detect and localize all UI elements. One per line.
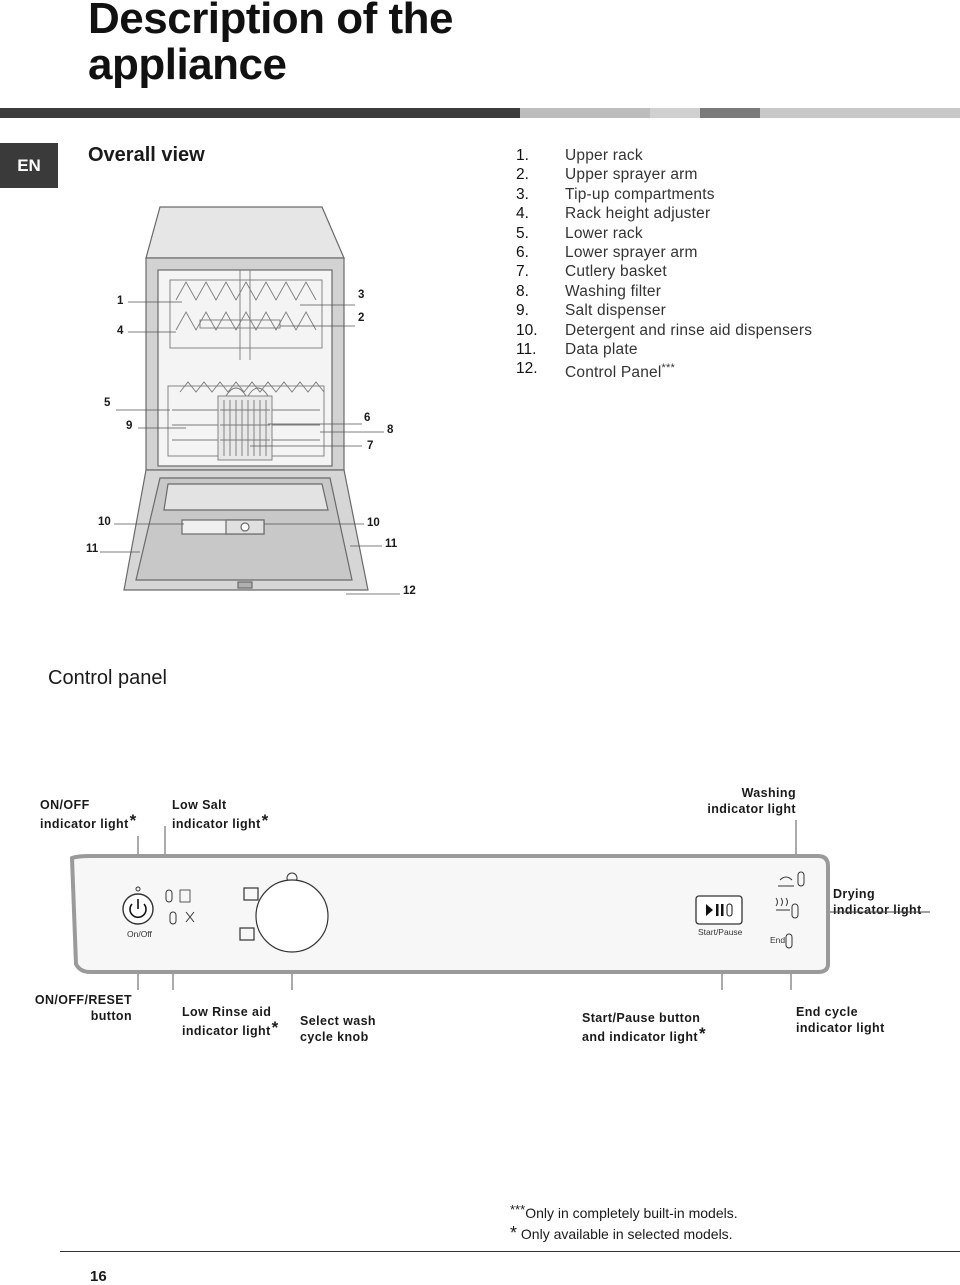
list-item: 6.Lower sprayer arm <box>516 243 698 261</box>
callout-5: 5 <box>104 397 111 409</box>
page-title: Description of the appliance <box>88 0 688 88</box>
panel-onoff-text: On/Off <box>127 929 152 939</box>
washing-indicator-label: Washing indicator light <box>707 786 796 816</box>
panel-end-text: End <box>770 935 786 945</box>
drying-indicator-label: Drying indicator light <box>833 887 922 917</box>
end-cycle-label: End cycle indicator light <box>796 1005 885 1035</box>
callout-4: 4 <box>117 325 124 337</box>
control-panel-heading: Control panel <box>48 667 167 689</box>
footnote-built-in: ***Only in completely built-in models. <box>510 1202 738 1221</box>
list-item: 3.Tip-up compartments <box>516 185 715 203</box>
list-item: 5.Lower rack <box>516 224 643 242</box>
callout-12: 12 <box>403 585 416 597</box>
list-item: 1.Upper rack <box>516 147 643 164</box>
header-bar-end <box>760 108 960 118</box>
page-title-line-2: appliance <box>88 40 287 89</box>
footer-rule <box>60 1251 960 1252</box>
footnote-selected-models: * Only available in selected models. <box>510 1223 733 1243</box>
callout-10-right: 10 <box>367 517 380 529</box>
page-number: 16 <box>90 1268 107 1285</box>
callout-7: 7 <box>367 440 374 452</box>
footnotes: ***Only in completely built-in models. *… <box>510 1200 738 1244</box>
low-salt-label: Low Salt indicator light* <box>172 798 269 831</box>
low-rinse-aid-label: Low Rinse aid indicator light* <box>182 1005 279 1038</box>
callout-2: 2 <box>358 312 365 324</box>
list-item: 8.Washing filter <box>516 282 662 300</box>
header-bar-dark <box>0 108 520 118</box>
callout-6: 6 <box>364 412 371 424</box>
list-item: 12.Control Panel*** <box>516 360 675 382</box>
list-item: 2.Upper sprayer arm <box>516 166 698 184</box>
onoff-reset-label: ON/OFF/RESET button <box>34 993 132 1023</box>
callout-1: 1 <box>117 295 124 307</box>
callout-8: 8 <box>387 424 394 436</box>
list-item: 7.Cutlery basket <box>516 263 667 281</box>
callout-10-left: 10 <box>98 516 111 528</box>
dishwasher-illustration <box>100 206 400 595</box>
overall-view-heading: Overall view <box>88 144 205 166</box>
onoff-indicator-label: ON/OFF indicator light* <box>40 798 137 831</box>
list-item: 10.Detergent and rinse aid dispensers <box>516 321 813 339</box>
start-pause-label: Start/Pause button and indicator light* <box>582 1011 706 1044</box>
header-bar-lighter <box>650 108 700 118</box>
header-bar-light <box>520 108 650 118</box>
language-tab: EN <box>0 143 58 188</box>
panel-start-pause-text: Start/Pause <box>698 927 743 937</box>
page-title-line-1: Description of the <box>88 0 454 43</box>
list-item: 4.Rack height adjuster <box>516 205 711 223</box>
select-wash-cycle-label: Select wash cycle knob <box>300 1014 376 1044</box>
list-item: 11.Data plate <box>516 340 638 358</box>
callout-3: 3 <box>358 289 365 301</box>
callout-11-right: 11 <box>385 538 398 550</box>
callout-11-left: 11 <box>86 543 99 555</box>
parts-list: 1.Upper rack 2.Upper sprayer arm 3.Tip-u… <box>516 146 813 382</box>
header-bar-mid <box>700 108 760 118</box>
callout-9: 9 <box>126 420 133 432</box>
list-item: 9.Salt dispenser <box>516 302 667 320</box>
control-panel-illustration <box>69 820 930 990</box>
